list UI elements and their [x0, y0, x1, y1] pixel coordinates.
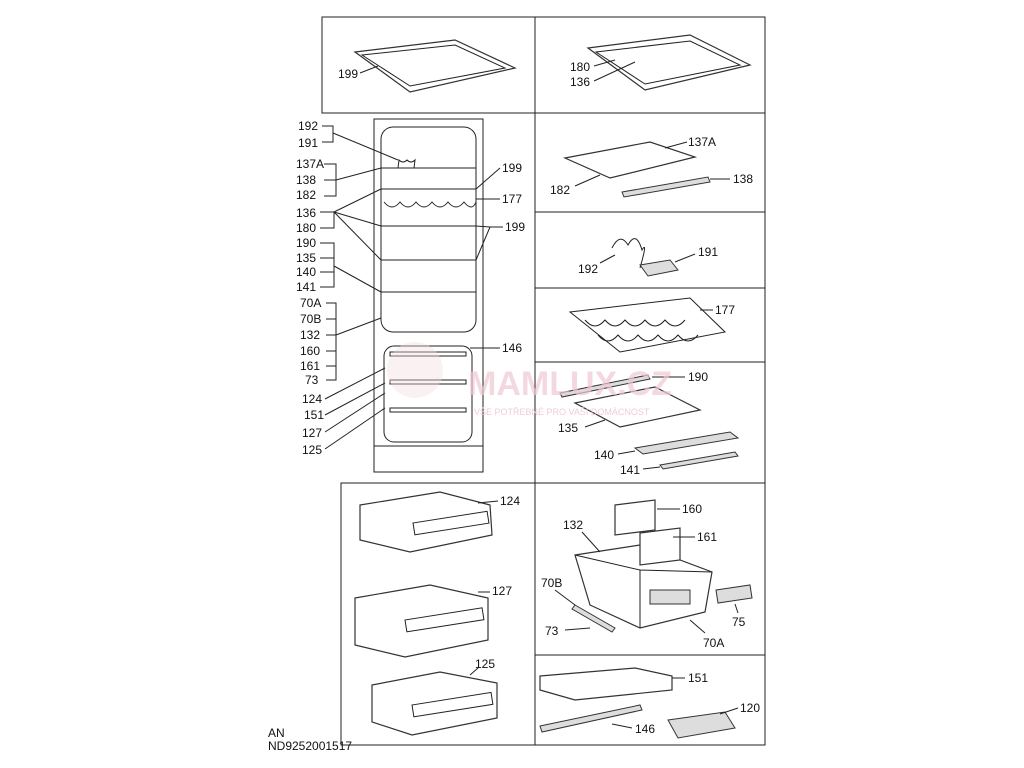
svg-text:125: 125: [302, 443, 322, 457]
svg-text:161: 161: [300, 359, 320, 373]
svg-text:124: 124: [302, 392, 322, 406]
fridge-labels-right: 199 177 199 146: [470, 161, 525, 355]
svg-text:182: 182: [550, 183, 570, 197]
tray-panel: 151 120 146: [539, 667, 760, 739]
svg-text:124: 124: [500, 494, 520, 508]
watermark-brand: MAMLUX.CZ: [468, 365, 672, 403]
svg-text:136: 136: [296, 206, 316, 220]
svg-text:70A: 70A: [300, 296, 321, 310]
svg-text:140: 140: [594, 448, 614, 462]
drawers-panel: 124 127 125: [354, 491, 520, 736]
svg-text:160: 160: [300, 344, 320, 358]
svg-text:190: 190: [688, 370, 708, 384]
svg-text:141: 141: [296, 280, 316, 294]
svg-text:127: 127: [302, 426, 322, 440]
svg-text:146: 146: [635, 722, 655, 736]
svg-text:132: 132: [563, 518, 583, 532]
svg-text:191: 191: [698, 245, 718, 259]
svg-text:138: 138: [296, 173, 316, 187]
svg-text:192: 192: [298, 119, 318, 133]
svg-text:140: 140: [296, 265, 316, 279]
svg-text:191: 191: [298, 136, 318, 150]
glass-cover-panel: 190 135 140 141: [558, 370, 740, 477]
svg-text:177: 177: [502, 192, 522, 206]
footer-code: AN ND9252001517: [268, 726, 352, 753]
svg-text:182: 182: [296, 188, 316, 202]
svg-text:127: 127: [492, 584, 512, 598]
svg-text:120: 120: [740, 701, 760, 715]
svg-text:ND9252001517: ND9252001517: [268, 739, 352, 753]
svg-text:180: 180: [296, 221, 316, 235]
svg-text:135: 135: [296, 251, 316, 265]
svg-text:141: 141: [620, 463, 640, 477]
svg-text:177: 177: [715, 303, 735, 317]
svg-text:199: 199: [505, 220, 525, 234]
crisper-panel: 160 132 161 70B 75 73 70A: [541, 499, 753, 650]
fridge-overview: [373, 118, 484, 473]
shelf-180-136-panel: 180 136: [570, 34, 752, 91]
watermark-tagline: VŠE POTŘEBNÉ PRO VAŠI DOMÁCNOST: [474, 407, 650, 417]
svg-text:180: 180: [570, 60, 590, 74]
svg-text:137A: 137A: [296, 157, 324, 171]
svg-text:161: 161: [697, 530, 717, 544]
svg-text:AN: AN: [268, 726, 285, 740]
svg-text:151: 151: [688, 671, 708, 685]
svg-text:138: 138: [733, 172, 753, 186]
svg-text:137A: 137A: [688, 135, 716, 149]
svg-text:125: 125: [475, 657, 495, 671]
svg-text:135: 135: [558, 421, 578, 435]
svg-text:73: 73: [305, 373, 319, 387]
svg-text:190: 190: [296, 236, 316, 250]
svg-text:70B: 70B: [300, 312, 321, 326]
svg-text:199: 199: [502, 161, 522, 175]
panel-frames: [321, 16, 766, 746]
shelf-frame-panel: 137A 182 138: [550, 135, 753, 198]
wine-holder-panel: 192 191: [578, 238, 718, 277]
svg-text:70A: 70A: [703, 636, 724, 650]
svg-text:73: 73: [545, 624, 559, 638]
fridge-labels-left: 192 191 137A 138 182 136 180 190 135 140…: [296, 119, 399, 457]
svg-text:151: 151: [304, 408, 324, 422]
svg-text:132: 132: [300, 328, 320, 342]
shelf-199-panel: 199: [338, 39, 517, 93]
svg-text:160: 160: [682, 502, 702, 516]
svg-text:136: 136: [570, 75, 590, 89]
wine-rack-panel: 177: [568, 297, 735, 353]
svg-text:199: 199: [338, 67, 358, 81]
watermark: MAMLUX.CZ VŠE POTŘEBNÉ PRO VAŠI DOMÁCNOS…: [387, 342, 672, 417]
svg-text:146: 146: [502, 341, 522, 355]
svg-text:75: 75: [732, 615, 746, 629]
svg-text:70B: 70B: [541, 576, 562, 590]
svg-text:192: 192: [578, 262, 598, 276]
